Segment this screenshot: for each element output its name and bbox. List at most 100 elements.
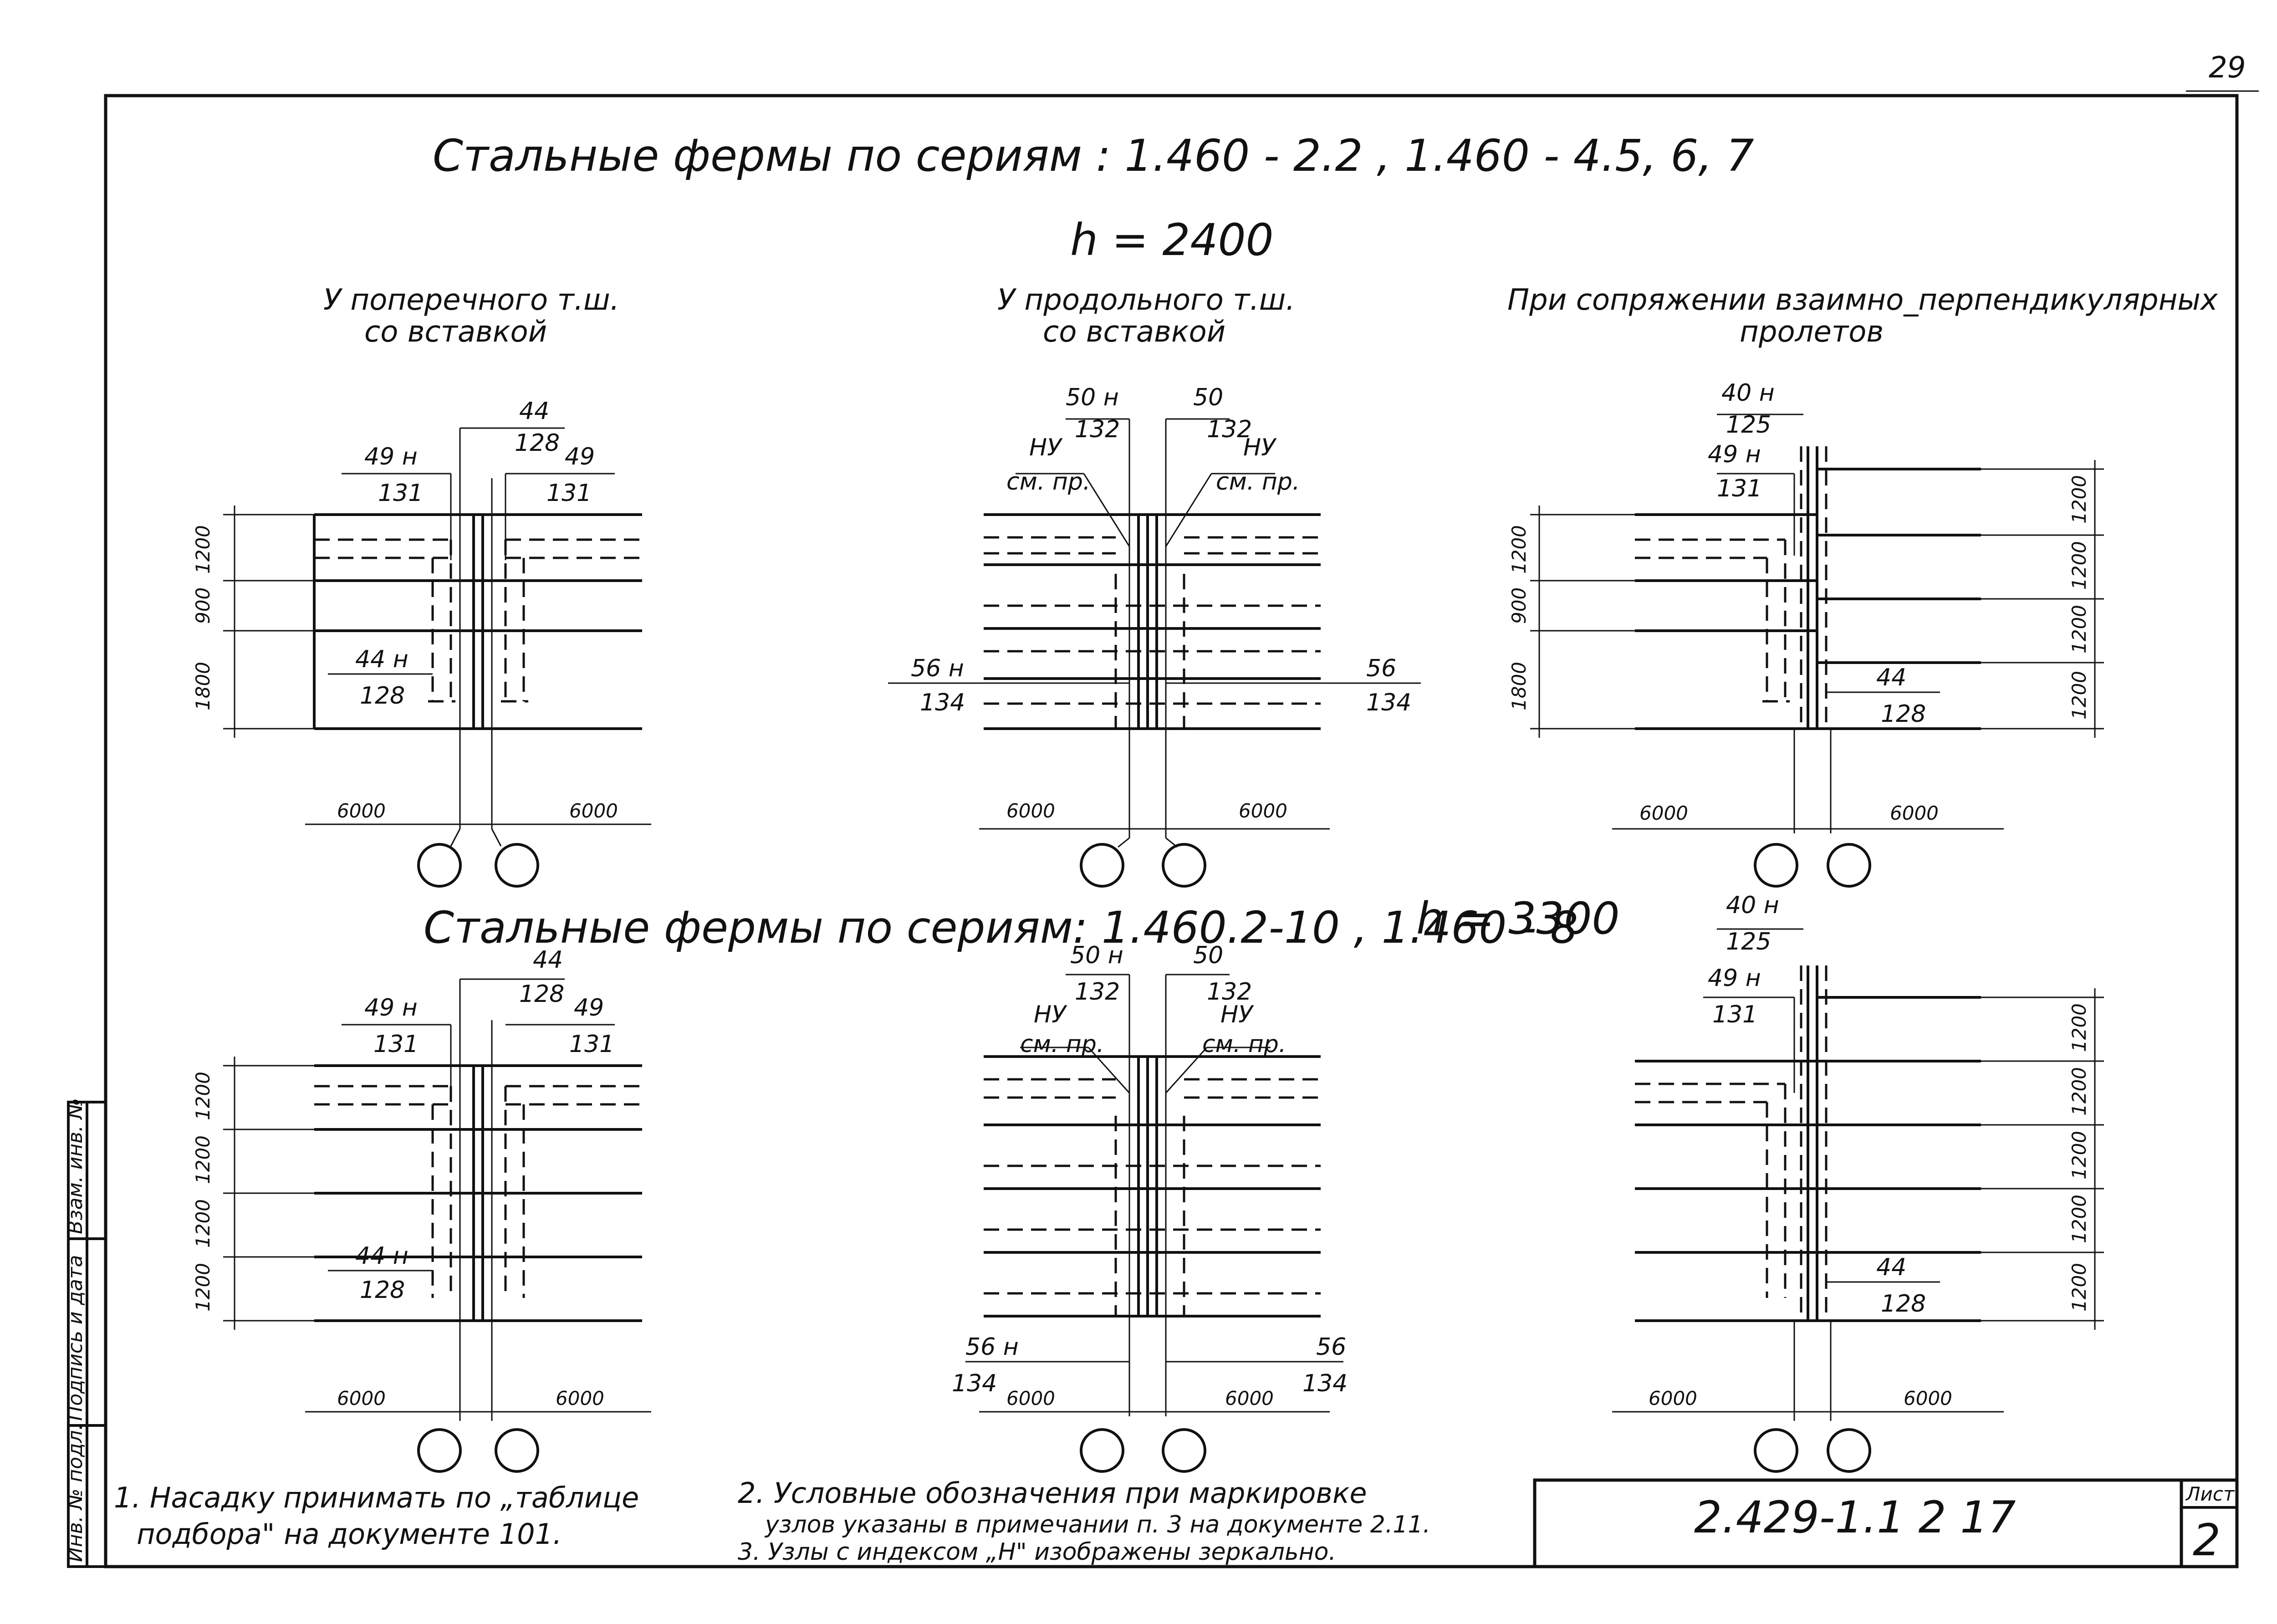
p6-dim-r4: 1200 [2068,1195,2090,1243]
title-top: Стальные фермы по сериям : 1.460 - 2.2 ,… [433,130,1754,181]
p5-mark-ny-a: НУ [1034,1001,1067,1028]
p3-mark-131: 131 [1717,475,1762,502]
p1-mark-44: 44 [519,398,549,425]
diagram-longitudinal-joint-3300 [965,974,1343,1473]
p2-mark-smpr-b: см. пр. [1216,468,1300,495]
p2-mark-ny-b: НУ [1243,434,1277,461]
p3-dim-r3: 1200 [2068,605,2090,654]
p2-mark-56: 56 [1366,655,1396,682]
diagram-transverse-joint-3300 [223,978,651,1473]
p2-mark-smpr-a: см. пр. [1006,468,1090,495]
p1-dim-1800: 1800 [192,662,214,710]
p6-mark-44: 44 [1876,1254,1906,1281]
side-stamp-replacement: Взам. инв. № [64,1098,87,1234]
note-3: 3. Узлы с индексом „Н" изображены зеркал… [738,1538,1336,1566]
p4-dim-3: 1200 [192,1199,214,1248]
diagram-transverse-joint [223,427,651,888]
p2-dim-6000a: 6000 [1006,800,1055,822]
p4-mark-44: 44 [533,946,563,974]
panel-title-1-line1: У поперечного т.ш. [323,283,619,317]
side-stamp-signature: Подпись и дата [64,1255,87,1421]
p3-dim-1200: 1200 [1508,525,1530,574]
p1-dim-1200: 1200 [192,525,214,574]
p3-dim-6000b: 6000 [1890,802,1939,824]
p1-mark-44h: 44 н [355,646,408,673]
p1-dim-6000a: 6000 [337,800,386,822]
p5-mark-50: 50 [1193,942,1223,969]
p2-mark-ny-a: НУ [1029,434,1063,461]
p3-dim-1800: 1800 [1508,662,1530,710]
title-block [1533,1478,2239,1568]
panel-title-3-line1: При сопряжении взаимно_перпендикулярных [1507,283,2218,317]
p5-mark-50h: 50 н [1070,942,1123,969]
note-1-line2: подбора" на документе 101. [137,1517,562,1551]
p5-mark-smpr-a: см. пр. [1020,1031,1104,1058]
p6-dim-r2: 1200 [2068,1067,2090,1116]
p3-dim-r2: 1200 [2068,541,2090,590]
sheet-label: Лист [2185,1483,2235,1505]
p4-dim-2: 1200 [192,1135,214,1184]
panel-title-2-line2: со вставкой [1043,315,1225,349]
p2-mark-132b: 132 [1207,416,1252,443]
p6-mark-128: 128 [1881,1290,1926,1318]
diagram-longitudinal-joint [888,418,1421,888]
diagram-perpendicular-spans [1530,414,2104,888]
panel-title-1-line2: со вставкой [364,315,547,349]
p1-mark-128b: 128 [360,682,405,710]
p5-mark-smpr-b: см. пр. [1202,1031,1286,1058]
p2-dim-6000b: 6000 [1239,800,1287,822]
p6-mark-49h: 49 н [1708,965,1761,992]
p6-mark-125: 125 [1726,928,1771,955]
p3-dim-900: 900 [1508,587,1530,624]
p3-mark-40h: 40 н [1721,379,1775,407]
p2-mark-134b: 134 [1366,689,1411,716]
p3-mark-128: 128 [1881,700,1926,728]
title-mid: Стальные фермы по сериям: 1.460.2-10 , 1… [424,902,1578,953]
p4-mark-44h: 44 н [355,1242,408,1270]
p3-mark-125: 125 [1726,411,1771,439]
p3-mark-44: 44 [1876,664,1906,691]
panel-title-3-line2: пролетов [1740,315,1884,349]
p4-mark-49h: 49 н [364,994,418,1021]
p5-mark-132b: 132 [1207,978,1252,1006]
p2-mark-50: 50 [1193,384,1223,411]
p4-mark-49: 49 [574,994,604,1021]
page-number: 29 [2209,51,2246,85]
p6-mark-131: 131 [1712,1001,1757,1028]
height-top: h = 2400 [1070,214,1274,266]
note-1-line1: 1. Насадку принимать по „таблице [114,1481,639,1514]
panel-title-2-line1: У продольного т.ш. [997,283,1295,317]
document-code: 2.429-1.1 2 17 [1694,1492,2016,1543]
p2-mark-50h: 50 н [1066,384,1119,411]
p5-mark-134a: 134 [952,1370,997,1397]
diagram-perpendicular-spans-3300 [1612,928,2104,1473]
p1-mark-49h: 49 н [364,443,418,470]
p1-mark-49: 49 [565,443,595,470]
p5-mark-ny-b: НУ [1220,1001,1254,1028]
p4-mark-131a: 131 [373,1031,419,1058]
sheet-number: 2 [2193,1515,2221,1566]
p4-mark-131b: 131 [569,1031,614,1058]
p4-mark-128: 128 [519,981,564,1008]
p1-dim-6000b: 6000 [569,800,618,822]
p4-dim-1: 1200 [192,1072,214,1120]
p5-dim-6000a: 6000 [1006,1387,1055,1410]
p3-dim-6000a: 6000 [1639,802,1688,824]
note-2-line2: узлов указаны в примечании п. 3 на докум… [764,1511,1430,1538]
p4-dim-4: 1200 [192,1263,214,1312]
p5-mark-56: 56 [1316,1333,1346,1361]
p6-dim-6000b: 6000 [1904,1387,1952,1410]
p1-dim-900: 900 [192,587,214,624]
p3-dim-r1: 1200 [2068,475,2090,524]
side-stamp-inventory: Инв. № подл. [64,1424,87,1562]
p5-mark-56h: 56 н [965,1333,1019,1361]
p4-mark-128b: 128 [360,1277,405,1304]
p5-dim-6000b: 6000 [1225,1387,1274,1410]
p5-mark-132a: 132 [1075,978,1120,1006]
p3-mark-49h: 49 н [1708,441,1761,468]
height-mid: h = 3300 [1416,893,1620,944]
sheet-frame [104,94,2239,1568]
p6-mark-40h: 40 н [1726,892,1779,919]
p4-dim-6000b: 6000 [556,1387,604,1410]
